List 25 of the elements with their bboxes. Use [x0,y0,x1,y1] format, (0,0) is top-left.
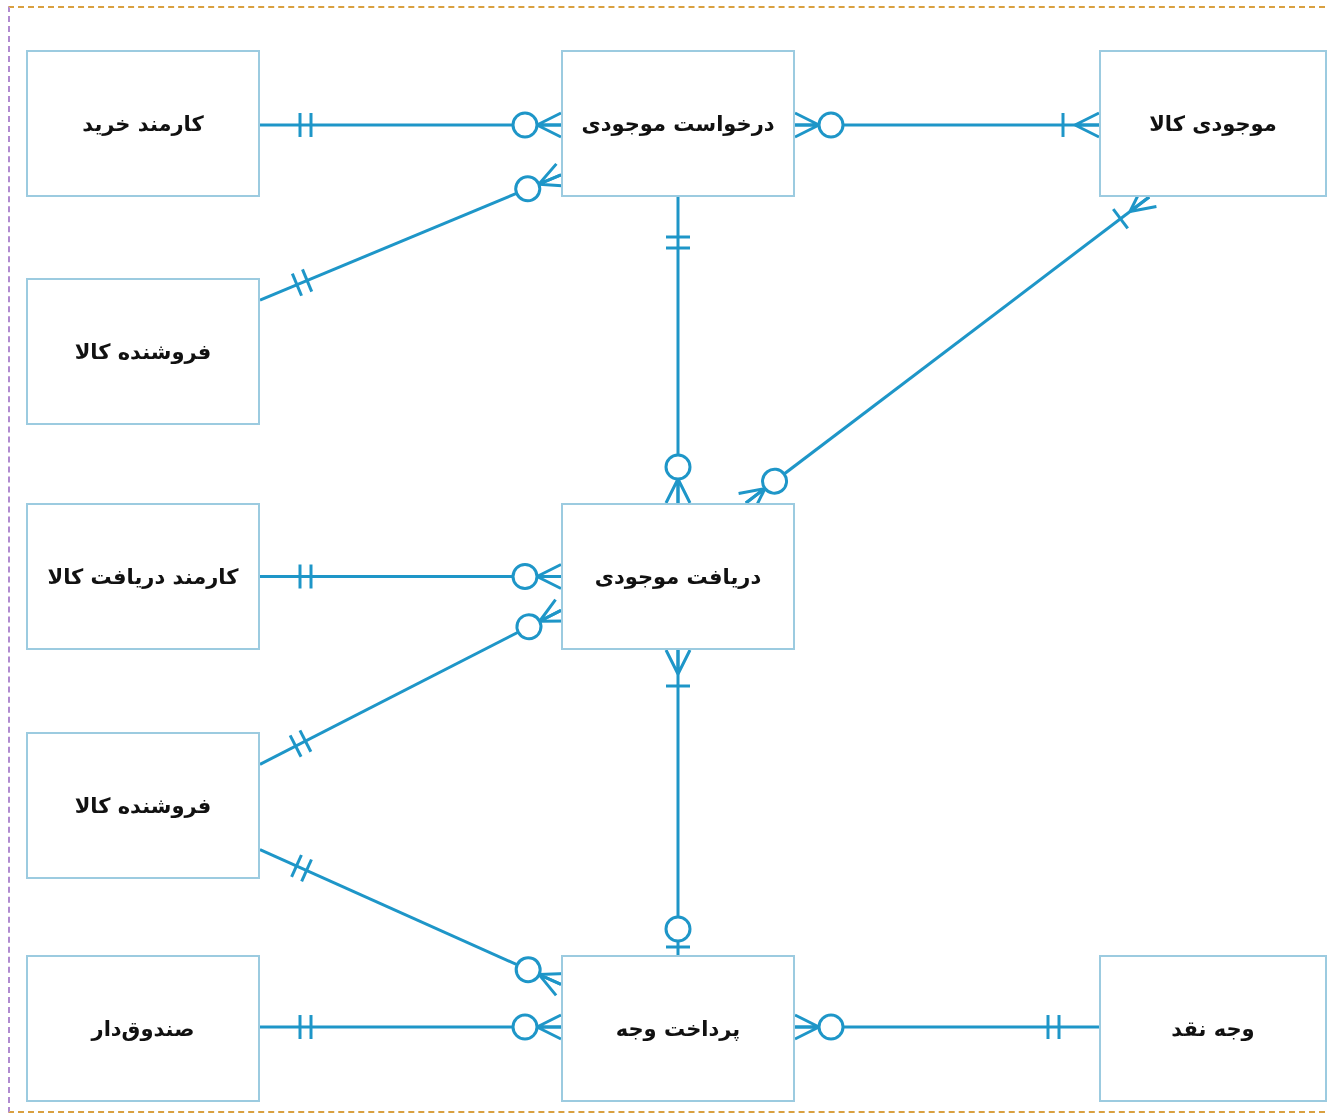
entity-name: کارمند دریافت کالا [47,564,239,589]
entity-box [1099,50,1327,197]
relationship-line [260,111,563,139]
entity-box [561,50,795,197]
entity-name: فروشنده کالا [74,793,212,818]
entity-name: صندوق‌دار [91,1016,195,1041]
entity-box [26,503,260,650]
relationship-line [664,197,692,505]
relationship-line [664,648,692,955]
entity-box [1099,955,1327,1102]
entity-name: موجودی کالا [1149,111,1277,136]
entity-box [561,955,795,1102]
entity-box [26,50,260,197]
relationship-line [260,1013,563,1041]
entity-name: دریافت موجودی [594,564,762,589]
entity-name: وجه نقد [1171,1016,1255,1041]
entity-box [26,732,260,879]
entity-name: فروشنده کالا [74,339,212,364]
entity-box [561,503,795,650]
relationship-line [260,563,563,590]
entity-name: پرداخت وجه [615,1016,741,1041]
entity-name: درخواست موجودی [581,111,775,136]
entity-box [26,955,260,1102]
entity-name: کارمند خرید [82,111,204,136]
entity-box [26,278,260,425]
